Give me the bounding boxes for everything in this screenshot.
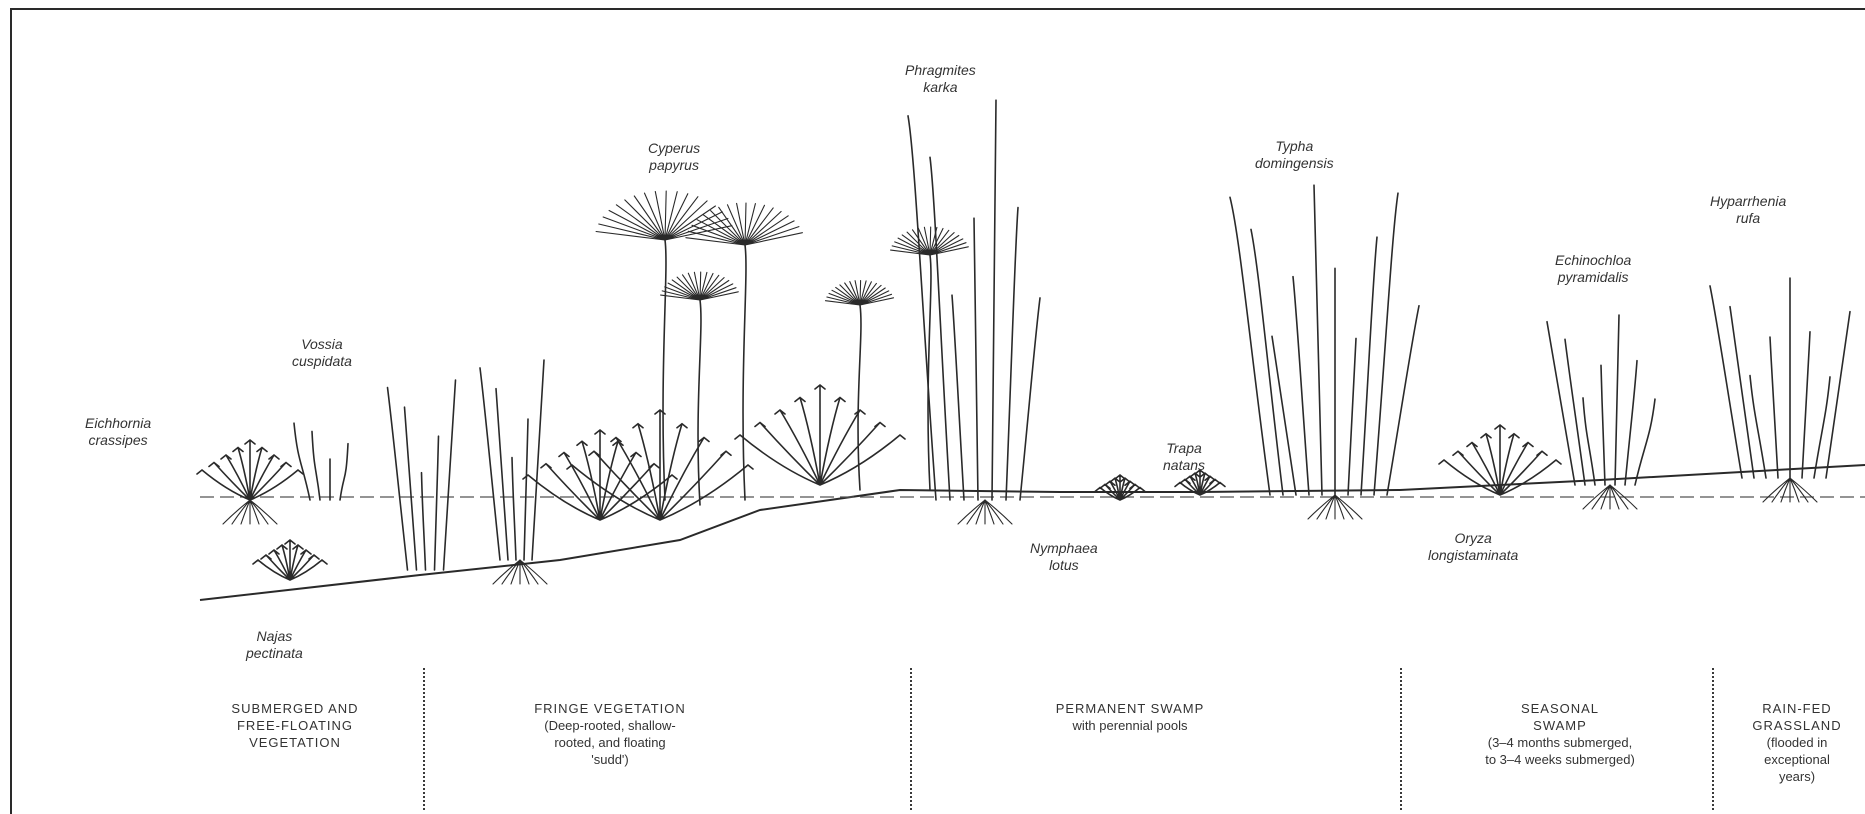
zone-divider bbox=[1712, 668, 1714, 810]
species-label-vossia-cuspidata: Vossiacuspidata bbox=[292, 336, 352, 370]
papyrus-c-umbel bbox=[661, 272, 739, 300]
typha-roots bbox=[1308, 495, 1362, 519]
zone-label-seasonal-swamp: SEASONAL SWAMP (3–4 months submerged, to… bbox=[1415, 700, 1705, 768]
species-label-trapa-natans: Trapanatans bbox=[1163, 440, 1205, 474]
zone-divider bbox=[423, 668, 425, 810]
plant-drawings bbox=[197, 100, 1850, 584]
species-label-oryza-longistaminata: Oryzalongistaminata bbox=[1428, 530, 1518, 564]
fringe-shrub bbox=[735, 385, 905, 485]
species-label-typha-domingensis: Typhadomingensis bbox=[1255, 138, 1334, 172]
nymphaea-plant bbox=[1095, 475, 1145, 500]
fringe-roots-b bbox=[493, 560, 547, 584]
papyrus-c-stem bbox=[698, 300, 701, 505]
zone-label-permanent-swamp: PERMANENT SWAMP with perennial pools bbox=[1000, 700, 1260, 734]
vossia-plant bbox=[294, 423, 348, 500]
phragmites-roots bbox=[958, 500, 1012, 524]
species-label-phragmites-karka: Phragmiteskarka bbox=[905, 62, 976, 96]
zone-label-rain-fed-grassland: RAIN-FED GRASSLAND (flooded in exception… bbox=[1722, 700, 1865, 785]
papyrus-b-stem bbox=[743, 245, 746, 500]
species-label-echinochloa-pyramidalis: Echinochloapyramidalis bbox=[1555, 252, 1631, 286]
zone-divider bbox=[1400, 668, 1402, 810]
species-label-hyparrhenia-rufa: Hyparrheniarufa bbox=[1710, 193, 1786, 227]
species-label-nymphaea-lotus: Nymphaealotus bbox=[1030, 540, 1098, 574]
hyparrhenia-roots bbox=[1763, 478, 1817, 502]
eichhornia-roots bbox=[223, 500, 277, 524]
papyrus-e-stem bbox=[928, 255, 931, 490]
species-label-cyperus-papyrus: Cyperuspapyrus bbox=[648, 140, 700, 174]
species-label-eichhornia-crassipes: Eichhorniacrassipes bbox=[85, 415, 151, 449]
oryza-plant bbox=[1439, 425, 1561, 495]
typha-plant bbox=[1230, 185, 1419, 495]
fringe-reed-b bbox=[480, 360, 544, 560]
zone-label-fringe: FRINGE VEGETATION (Deep-rooted, shallow-… bbox=[480, 700, 740, 768]
papyrus-d-umbel bbox=[826, 281, 894, 306]
papyrus-b-umbel bbox=[686, 203, 803, 245]
echinochloa-plant bbox=[1547, 315, 1655, 485]
papyrus-d-stem bbox=[858, 305, 861, 490]
zone-divider bbox=[910, 668, 912, 810]
papyrus-a-stem bbox=[663, 240, 666, 500]
fringe-herb-b bbox=[567, 410, 753, 520]
hyparrhenia-plant bbox=[1710, 278, 1850, 478]
papyrus-e-umbel bbox=[891, 227, 969, 255]
eichhornia-plant bbox=[197, 440, 303, 500]
fringe-reed-a bbox=[388, 380, 456, 570]
species-label-najas-pectinata: Najaspectinata bbox=[246, 628, 303, 662]
zone-label-submerged: SUBMERGED AND FREE-FLOATING VEGETATION bbox=[195, 700, 395, 751]
najas-plant bbox=[253, 540, 327, 580]
